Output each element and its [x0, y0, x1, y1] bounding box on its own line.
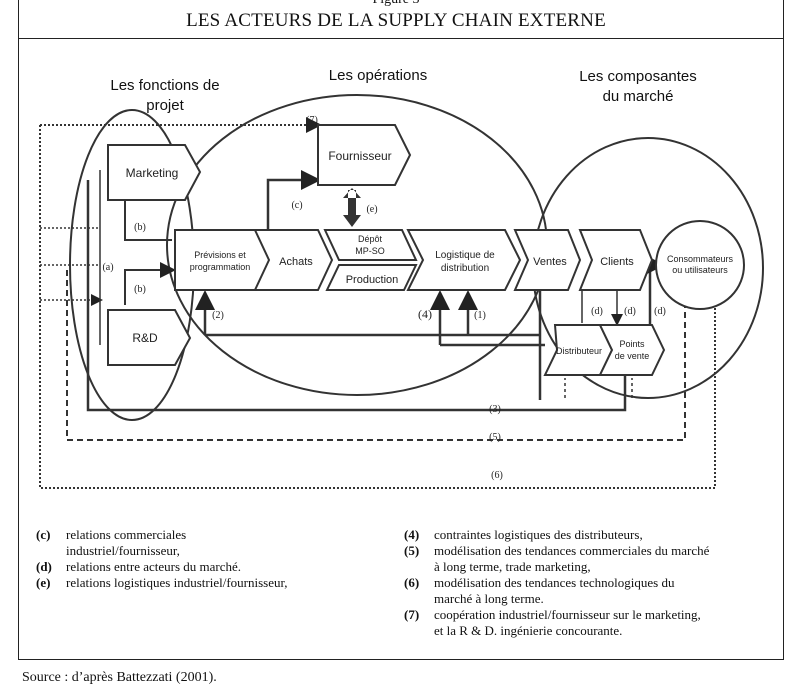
flow-label-1: (1) [474, 310, 486, 321]
label-previsions-1: Prévisions et [194, 250, 246, 260]
label-logistique-1: Logistique de [435, 250, 495, 261]
title-divider [18, 38, 784, 39]
label-marketing: Marketing [126, 166, 179, 180]
group-title-projet-1: Les fonctions de [110, 77, 219, 94]
legend-text: relations logistiques industriel/fournis… [66, 575, 288, 590]
legend-key: (6) [404, 575, 420, 590]
label-previsions-2: programmation [190, 262, 251, 272]
flow-label-2: (2) [212, 310, 224, 321]
group-title-marche-2: du marché [603, 88, 674, 105]
label-depot-1: Dépôt [358, 234, 383, 244]
box-production [325, 264, 418, 291]
figure-title: LES ACTEURS DE LA SUPPLY CHAIN EXTERNE [186, 10, 606, 31]
legend-key: (7) [404, 607, 420, 622]
box-points-vente [598, 324, 666, 376]
label-ventes: Ventes [533, 256, 567, 268]
flow-label-5: (5) [489, 432, 501, 443]
legend-right: (4) contraintes logistiques des distribut… [404, 527, 784, 639]
box-previsions [174, 229, 274, 291]
box-rd [107, 309, 192, 366]
legend-text: industriel/fournisseur, [66, 543, 180, 558]
label-rd: R&D [132, 331, 158, 345]
flow-label-c: (c) [291, 200, 302, 211]
figure-frame [18, 0, 784, 660]
legend-text: relations commerciales [66, 527, 187, 542]
label-points-vente-2: de vente [615, 351, 650, 361]
flow-line-3 [86, 180, 627, 412]
box-depot [323, 229, 418, 261]
group-title-operations: Les opérations [329, 67, 427, 84]
legend-key: (e) [36, 575, 51, 590]
label-logistique-2: distribution [441, 263, 489, 274]
legend-key: (c) [36, 527, 51, 542]
flow-label-6: (6) [491, 470, 503, 481]
flow-line-c [266, 170, 321, 230]
flow-lines-d [581, 290, 617, 323]
legend-text: à long terme, trade marketing, [434, 559, 591, 574]
flow-label-4: (4) [418, 307, 432, 321]
label-distributeur: Distributeur [556, 346, 602, 356]
label-achats: Achats [279, 256, 313, 268]
figure-label: Figure 3 [0, 0, 792, 8]
box-consommateurs [655, 220, 745, 310]
flow-line-6 [39, 125, 716, 489]
group-title-projet-2: projet [146, 97, 184, 114]
flow-label-7: (7) [306, 115, 318, 126]
label-depot-2: MP-SO [355, 246, 385, 256]
legend-key: (d) [36, 559, 52, 574]
flow-label-d2: (d) [624, 306, 636, 317]
box-fournisseur [317, 124, 412, 186]
legend-key: (5) [404, 543, 420, 558]
source-caption: Source : d’après Battezzati (2001). [22, 670, 217, 685]
legend-key: (4) [404, 527, 420, 542]
box-ventes [513, 229, 582, 291]
box-achats [253, 229, 334, 291]
legend-text: relations entre acteurs du marché. [66, 559, 242, 574]
supply-chain-diagram: Les fonctions de projet Les opérations L… [39, 67, 764, 489]
box-logistique [406, 229, 522, 291]
legend-text: modélisation des tendances commerciales … [434, 543, 710, 558]
label-points-vente-1: Points [619, 339, 645, 349]
flow-inputs-a [40, 227, 100, 300]
flow-line-5 [66, 270, 686, 441]
flow-label-3: (3) [489, 404, 501, 415]
flow-label-d1: (d) [591, 306, 603, 317]
legend-text: modélisation des tendances technologique… [434, 575, 675, 590]
label-fournisseur: Fournisseur [328, 149, 391, 163]
label-consommateurs-1: Consommateurs [667, 254, 734, 264]
flow-label-b2: (b) [134, 284, 146, 295]
box-marketing [107, 144, 202, 201]
flow-label-a: (a) [102, 262, 113, 273]
flow-line-4 [440, 295, 545, 347]
group-title-marche-1: Les composantes [579, 68, 697, 85]
flow-label-d3: (d) [654, 306, 666, 317]
legend-text: marché à long terme. [434, 591, 544, 606]
legend-text: contraintes logistiques des distributeur… [434, 527, 643, 542]
legend-text: et la R & D. ingénierie concourante. [434, 623, 623, 638]
label-consommateurs-2: ou utilisateurs [672, 265, 728, 275]
flow-arrow-e [343, 188, 361, 227]
legend-text: coopération industriel/fournisseur sur l… [434, 607, 701, 622]
label-clients: Clients [600, 256, 634, 268]
label-production: Production [346, 274, 399, 286]
flow-lines-b [124, 200, 172, 305]
flow-label-b1: (b) [134, 222, 146, 233]
flow-label-e: (e) [366, 204, 377, 215]
box-clients [578, 229, 654, 291]
